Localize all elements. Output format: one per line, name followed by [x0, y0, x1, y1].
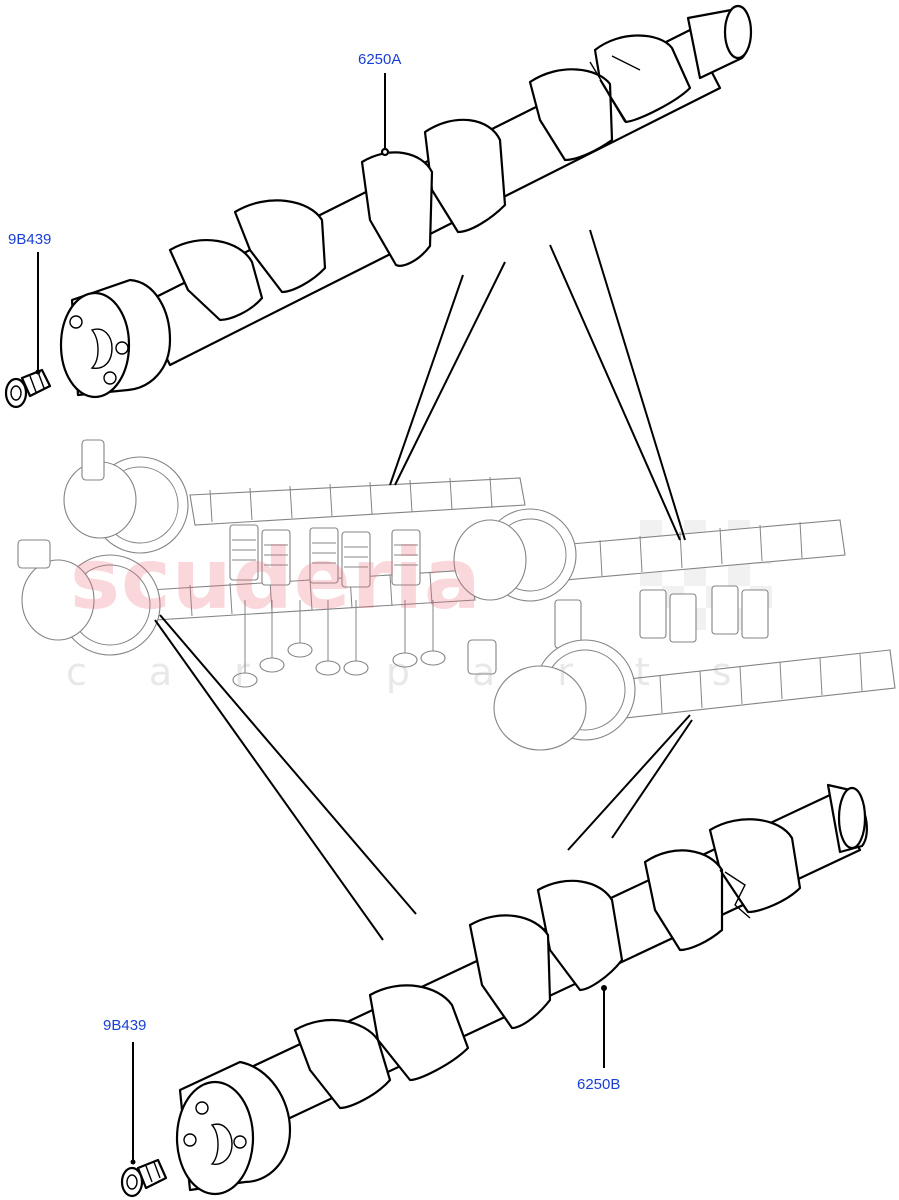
upper-camshaft-6250a[interactable]	[59, 4, 753, 399]
callout-lower-bolt[interactable]: 9B439	[103, 1017, 147, 1034]
watermark-brand-text: scuderia	[70, 530, 482, 628]
valves	[232, 600, 446, 688]
leader-lines	[37, 73, 693, 1162]
watermark-sub-text: car parts	[66, 650, 794, 694]
callout-lower-camshaft[interactable]: 6250B	[577, 1076, 621, 1093]
callout-upper-bolt[interactable]: 9B439	[8, 231, 52, 248]
callout-upper-camshaft[interactable]: 6250A	[358, 51, 402, 68]
cylinder-head-assembly-background	[17, 439, 896, 751]
upper-bolt-9b439[interactable]	[4, 368, 52, 409]
valve-spring-row-1	[229, 524, 421, 588]
lower-camshaft-6250b[interactable]	[175, 783, 868, 1196]
lower-bolt-9b439[interactable]	[120, 1158, 168, 1198]
